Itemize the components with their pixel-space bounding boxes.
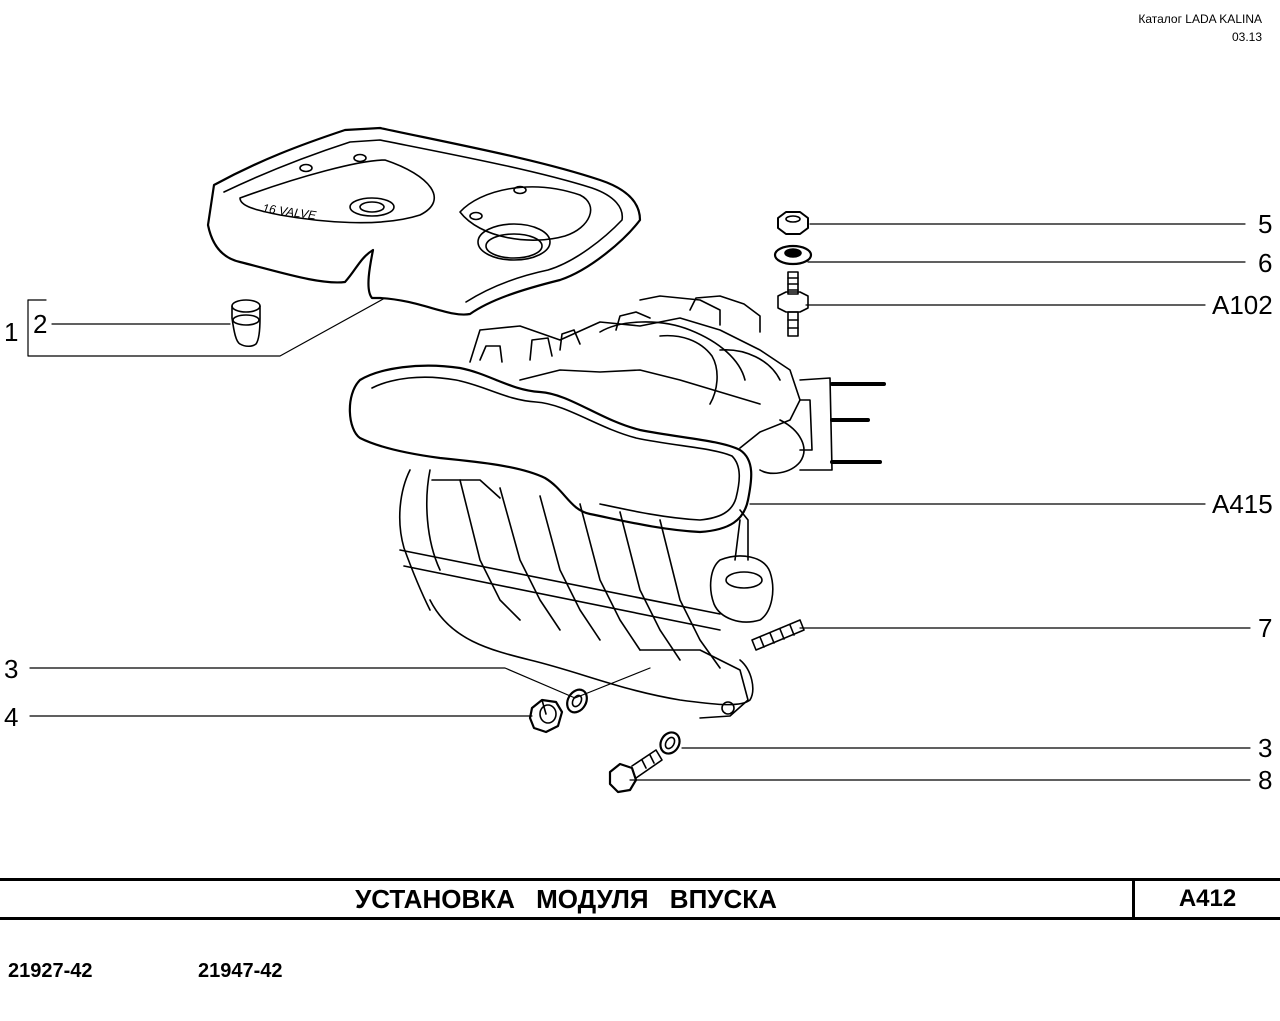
model-code-2: 21947-42 (198, 960, 283, 982)
page-title: УСТАНОВКА МОДУЛЯ ВПУСКА (355, 883, 777, 914)
catalog-name: Каталог LADA KALINA (1138, 12, 1262, 26)
catalog-date: 03.13 (1231, 30, 1262, 44)
title-bar: УСТАНОВКА МОДУЛЯ ВПУСКА A412 (0, 878, 1280, 920)
washer-item-6 (773, 244, 813, 266)
callout-a102: A102 (1212, 290, 1273, 320)
callout-8: 8 (1258, 765, 1273, 795)
nut-item-4 (528, 698, 564, 734)
model-code-1: 21927-42 (8, 960, 93, 982)
nut-item-5 (777, 211, 809, 235)
washer-item-3-right (659, 731, 681, 755)
rubber-bushing (231, 299, 261, 348)
section-code: A412 (1178, 885, 1237, 912)
callout-5: 5 (1258, 209, 1273, 239)
callout-4: 4 (4, 702, 19, 732)
callout-3-right: 3 (1258, 733, 1273, 763)
title-divider (1132, 881, 1135, 917)
callout-a415: A415 (1212, 489, 1273, 519)
callout-1: 1 (4, 317, 19, 347)
stud-item-a102 (777, 271, 809, 337)
bolt-item-8 (608, 749, 663, 794)
leader-lines (27, 223, 1251, 781)
cover-logo-text: 16 VALVE (262, 201, 318, 223)
callout-6: 6 (1258, 248, 1273, 278)
intake-manifold-module (348, 295, 886, 719)
washer-item-3-left (566, 688, 588, 714)
callout-7: 7 (1258, 613, 1273, 643)
callout-2: 2 (33, 309, 48, 339)
stud-item-7 (751, 619, 805, 651)
engine-cover: 16 VALVE (206, 126, 642, 316)
callout-3-left: 3 (4, 654, 19, 684)
